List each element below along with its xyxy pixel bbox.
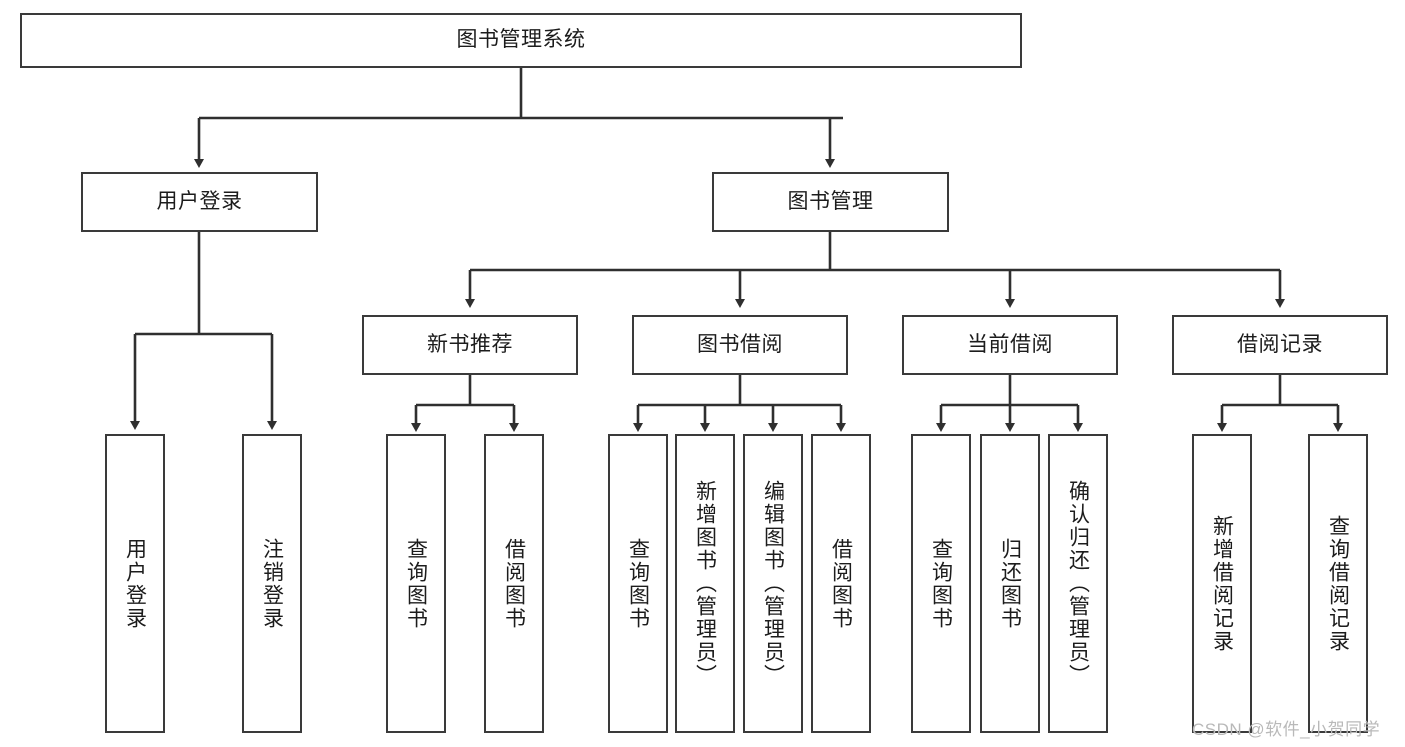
node-user-login-label: 用户登录 [156, 189, 243, 213]
node-leaf-borrow-book-2-label: 借阅图书 [829, 537, 853, 630]
node-current-borrow-label: 当前借阅 [967, 332, 1053, 356]
node-book-borrow[interactable]: 图书借阅 [632, 315, 848, 375]
node-leaf-query-book-1[interactable]: 查询图书 [386, 434, 446, 733]
node-leaf-query-book-3-label: 查询图书 [929, 537, 953, 630]
node-current-borrow[interactable]: 当前借阅 [902, 315, 1118, 375]
node-leaf-query-book-2[interactable]: 查询图书 [608, 434, 668, 733]
node-leaf-edit-book-label: 编辑图书（管理员） [761, 480, 785, 687]
node-leaf-return-book-label: 归还图书 [998, 537, 1022, 630]
node-leaf-edit-book[interactable]: 编辑图书（管理员） [743, 434, 803, 733]
node-book-manage[interactable]: 图书管理 [712, 172, 949, 232]
node-leaf-add-record[interactable]: 新增借阅记录 [1192, 434, 1252, 733]
node-root[interactable]: 图书管理系统 [20, 13, 1022, 68]
node-leaf-logout-login-label: 注销登录 [260, 537, 284, 630]
node-leaf-query-record-label: 查询借阅记录 [1326, 514, 1350, 653]
node-leaf-user-login-label: 用户登录 [123, 537, 147, 630]
node-leaf-add-book[interactable]: 新增图书（管理员） [675, 434, 735, 733]
node-new-book-recommend[interactable]: 新书推荐 [362, 315, 578, 375]
node-leaf-query-book-2-label: 查询图书 [626, 537, 650, 630]
node-user-login[interactable]: 用户登录 [81, 172, 318, 232]
node-new-book-recommend-label: 新书推荐 [427, 332, 513, 356]
node-leaf-user-login[interactable]: 用户登录 [105, 434, 165, 733]
node-leaf-confirm-return[interactable]: 确认归还（管理员） [1048, 434, 1108, 733]
node-borrow-record[interactable]: 借阅记录 [1172, 315, 1388, 375]
node-borrow-record-label: 借阅记录 [1237, 332, 1323, 356]
node-leaf-query-book-3[interactable]: 查询图书 [911, 434, 971, 733]
node-book-manage-label: 图书管理 [787, 189, 874, 213]
node-root-label: 图书管理系统 [456, 28, 586, 52]
node-leaf-borrow-book-1-label: 借阅图书 [502, 537, 526, 630]
node-leaf-confirm-return-label: 确认归还（管理员） [1066, 480, 1090, 687]
node-leaf-return-book[interactable]: 归还图书 [980, 434, 1040, 733]
csdn-watermark: CSDN @软件_小贺同学 [1192, 720, 1381, 739]
node-leaf-query-book-1-label: 查询图书 [404, 537, 428, 630]
node-book-borrow-label: 图书借阅 [697, 332, 783, 356]
node-leaf-add-book-label: 新增图书（管理员） [693, 480, 717, 687]
node-leaf-borrow-book-2[interactable]: 借阅图书 [811, 434, 871, 733]
node-leaf-add-record-label: 新增借阅记录 [1210, 514, 1234, 653]
node-leaf-logout-login[interactable]: 注销登录 [242, 434, 302, 733]
node-leaf-query-record[interactable]: 查询借阅记录 [1308, 434, 1368, 733]
node-leaf-borrow-book-1[interactable]: 借阅图书 [484, 434, 544, 733]
